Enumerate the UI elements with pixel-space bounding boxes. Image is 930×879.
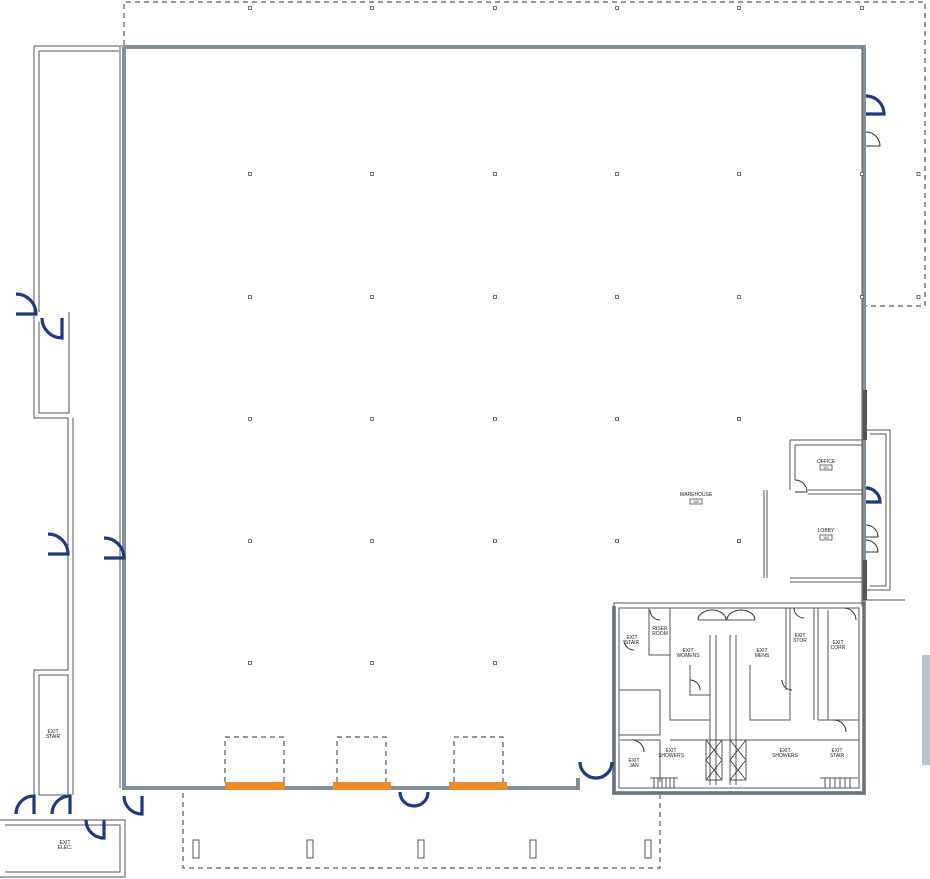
column-marker (916, 295, 921, 299)
dock-door-2 (333, 782, 391, 790)
warehouse-number: 100 (693, 500, 699, 504)
door-sw-2 (50, 794, 72, 815)
column-marker (248, 172, 252, 176)
column-marker (493, 6, 497, 10)
column-marker (370, 417, 374, 421)
column-marker (370, 295, 374, 299)
door-west-1 (15, 292, 38, 316)
column-grid (248, 6, 921, 665)
column-marker (248, 539, 252, 543)
door-south-center (398, 791, 430, 808)
column-marker (737, 417, 741, 421)
column-marker (615, 539, 619, 543)
west-annex (0, 45, 126, 878)
column-marker (248, 6, 252, 10)
side-scroll-bar (922, 655, 930, 765)
door-west-3 (47, 532, 70, 556)
door-sw-4 (122, 795, 144, 816)
column-marker (615, 295, 619, 299)
door-south-east (578, 761, 614, 780)
column-marker (248, 417, 252, 421)
column-marker (737, 172, 741, 176)
column-marker (493, 417, 497, 421)
door-east-upper (865, 94, 886, 116)
column-marker (493, 661, 497, 665)
office-label: OFFICE (817, 459, 836, 465)
doors (14, 94, 886, 840)
column-marker (615, 417, 619, 421)
door-sw-3 (84, 819, 106, 840)
column-marker (370, 539, 374, 543)
door-lobby-1 (865, 486, 882, 504)
column-marker (916, 172, 921, 176)
dock-door-3 (449, 782, 507, 790)
column-marker (615, 172, 619, 176)
column-marker (370, 661, 374, 665)
warehouse-label: WAREHOUSE (680, 492, 713, 498)
restroom-core (613, 602, 865, 794)
column-marker (860, 295, 864, 299)
column-marker (737, 539, 741, 543)
column-marker (370, 172, 374, 176)
column-marker (370, 6, 374, 10)
door-sw-1 (14, 794, 36, 815)
door-west-2 (40, 317, 64, 340)
column-marker (493, 539, 497, 543)
door-west-4 (103, 536, 126, 560)
office-number: 101 (823, 466, 829, 470)
column-marker (737, 6, 741, 10)
column-marker (860, 6, 864, 10)
column-marker (493, 295, 497, 299)
lobby-label: LOBBY (818, 528, 835, 534)
column-marker (737, 295, 741, 299)
column-marker (248, 661, 252, 665)
lobby-number: 102 (823, 536, 829, 540)
column-marker (860, 172, 864, 176)
office-lobby-block: OFFICE 101 LOBBY 102 (763, 390, 905, 601)
dock-door-1 (225, 782, 285, 790)
canopy-outline (123, 1, 926, 869)
dock-doors (192, 736, 652, 859)
column-marker (248, 295, 252, 299)
column-marker (493, 172, 497, 176)
column-marker (615, 6, 619, 10)
